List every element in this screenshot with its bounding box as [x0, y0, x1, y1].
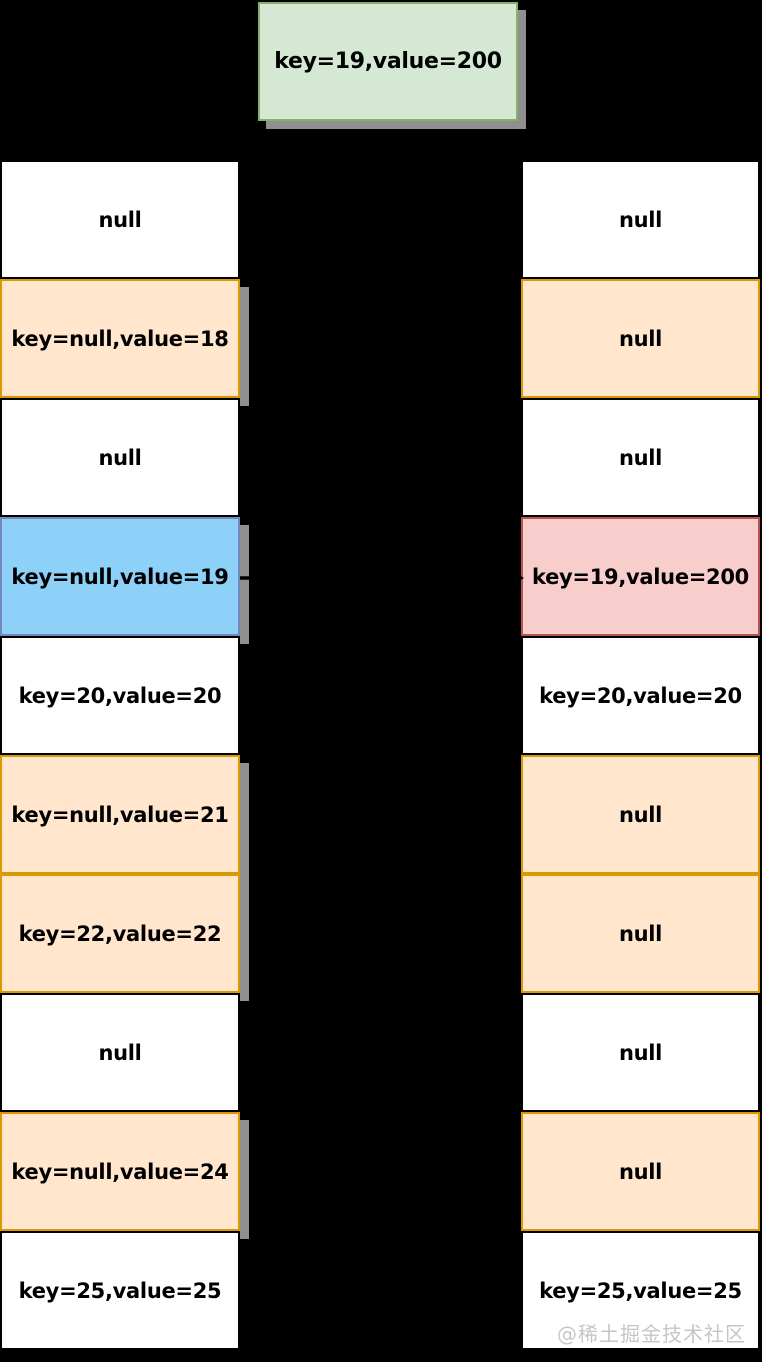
right-bucket-cell-4: key=20,value=20 — [521, 636, 760, 755]
left-bucket-cell-9: key=25,value=25 — [0, 1231, 240, 1350]
arrow-old-slot-to-new-slot-icon — [240, 570, 524, 586]
right-bucket-cell-9: key=25,value=25 — [521, 1231, 760, 1350]
right-bucket-cell-7: null — [521, 993, 760, 1112]
left-bucket-cell-2: null — [0, 398, 240, 517]
left-bucket-cell-0: null — [0, 160, 240, 279]
left-bucket-cell-8: key=null,value=24 — [0, 1112, 240, 1231]
left-bucket-cell-6: key=22,value=22 — [0, 874, 240, 993]
right-bucket-cell-1: null — [521, 279, 760, 398]
right-bucket-cell-5: null — [521, 755, 760, 874]
left-bucket-cell-5: key=null,value=21 — [0, 755, 240, 874]
left-bucket-cell-3: key=null,value=19 — [0, 517, 240, 636]
right-bucket-cell-6: null — [521, 874, 760, 993]
right-bucket-cell-3: key=19,value=200 — [521, 517, 760, 636]
new-entry-box: key=19,value=200 — [258, 2, 518, 121]
left-bucket-cell-4: key=20,value=20 — [0, 636, 240, 755]
right-bucket-cell-8: null — [521, 1112, 760, 1231]
watermark: @稀土掘金技术社区 — [557, 1322, 746, 1346]
left-bucket-cell-1: key=null,value=18 — [0, 279, 240, 398]
left-bucket-cell-7: null — [0, 993, 240, 1112]
right-bucket-cell-0: null — [521, 160, 760, 279]
right-bucket-cell-2: null — [521, 398, 760, 517]
